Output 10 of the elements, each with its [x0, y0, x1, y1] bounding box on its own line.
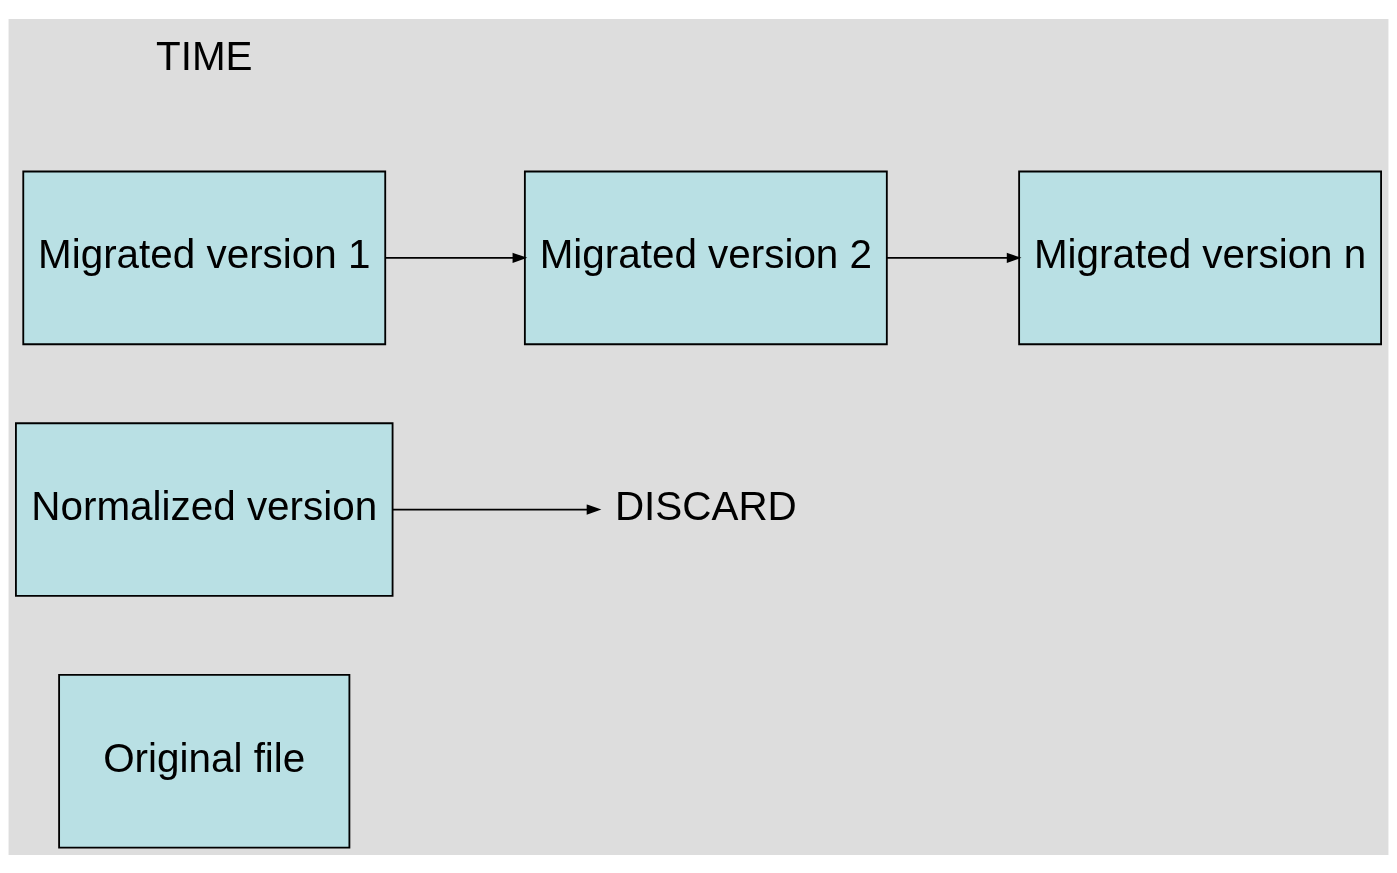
node-box: Normalized version — [15, 421, 394, 597]
arrow — [392, 503, 602, 515]
node-box: Original file — [58, 673, 351, 849]
node-box: Migrated version 1 — [22, 170, 387, 345]
arrow — [885, 252, 1022, 263]
node-box: Migrated version 2 — [523, 170, 888, 345]
node-box: Migrated version n — [1018, 170, 1382, 345]
node-text: DISCARD — [614, 482, 797, 529]
arrow — [384, 252, 528, 263]
label: TIME — [155, 32, 253, 79]
